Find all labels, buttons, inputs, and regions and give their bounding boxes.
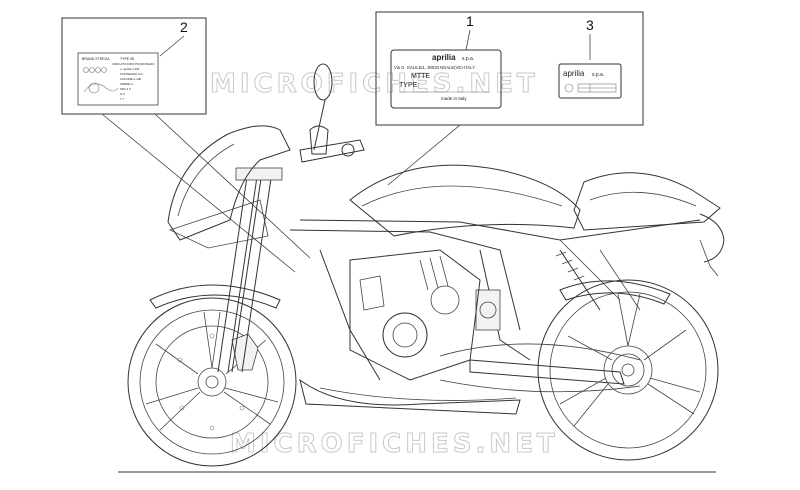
- plate-company: s.p.a.: [462, 56, 474, 62]
- small-id-plate: aprilia s.p.a.: [558, 63, 622, 99]
- label-sub-header: CIRCUITO FRIO PUNZONADO: [112, 62, 155, 66]
- identification-plate: aprilia s.p.a. Via G. GALILEI1, 30033 NO…: [390, 49, 502, 109]
- small-plate-logo-icon: [564, 83, 574, 93]
- plate-origin: made in Italy: [441, 96, 467, 101]
- rear-shock: [555, 249, 601, 311]
- front-fork: [217, 167, 283, 373]
- label-line-6: S 9: [120, 92, 125, 96]
- callout-number-1: 1: [466, 13, 474, 29]
- label-line-1: n. aprilia 1 001: [120, 67, 140, 71]
- mirror: [313, 63, 333, 101]
- front-fender: [149, 284, 281, 309]
- small-plate-company: s.p.a.: [592, 72, 604, 78]
- motorcycle-drawing: [118, 63, 725, 473]
- leader-line-1: [387, 124, 461, 186]
- rear-wheel: [537, 279, 719, 461]
- label-line-2: CONSENSO 3-A: [120, 72, 143, 76]
- leader-line-2b: [154, 113, 311, 259]
- engine: [349, 249, 481, 381]
- warning-label-panel: BRAND STREGA TYPE 95 CIRCUITO FRIO PUNZO…: [77, 52, 159, 106]
- label-header-right: TYPE 95: [120, 57, 134, 61]
- callout-number-2: 2: [180, 19, 188, 35]
- plate-brand: aprilia: [432, 53, 456, 62]
- label-line-4: VERDE 2: [120, 82, 133, 86]
- callout-number-3: 3: [586, 17, 594, 33]
- watermark-bottom: MICROFICHES.NET: [230, 429, 559, 459]
- callout-box-2: 2 BRAND STREGA TYPE 95 CIRCUITO FRIO PUN…: [61, 17, 311, 273]
- handlebar: [299, 125, 365, 163]
- watermark-top: MICROFICHES.NET: [210, 69, 539, 99]
- plate-type-label: TYPE:: [399, 82, 419, 89]
- plate-address: Via G. GALILEI1, 30033 NOALE(VE)-ITALY: [394, 65, 475, 70]
- callout-box-1-3: 1 3 aprilia s.p.a. Via G. GALILEI1, 3003…: [375, 11, 644, 186]
- tail-section: [573, 172, 725, 277]
- label-header-left: BRAND STREGA: [82, 57, 110, 61]
- rear-hugger: [559, 280, 671, 305]
- plate-model: MTTE: [411, 73, 430, 80]
- label-line-5: SPA 3 9: [120, 87, 131, 91]
- small-plate-brand: aprilia: [563, 69, 585, 78]
- leader-line-2a: [101, 113, 296, 273]
- label-line-3: COLORE 2-100: [120, 77, 142, 81]
- label-line-7: 7.7: [120, 97, 125, 101]
- fuel-tank: [349, 164, 581, 237]
- exhaust-belly-pan: [299, 378, 521, 415]
- swingarm-chain: [439, 343, 641, 393]
- front-fairing: [167, 63, 333, 249]
